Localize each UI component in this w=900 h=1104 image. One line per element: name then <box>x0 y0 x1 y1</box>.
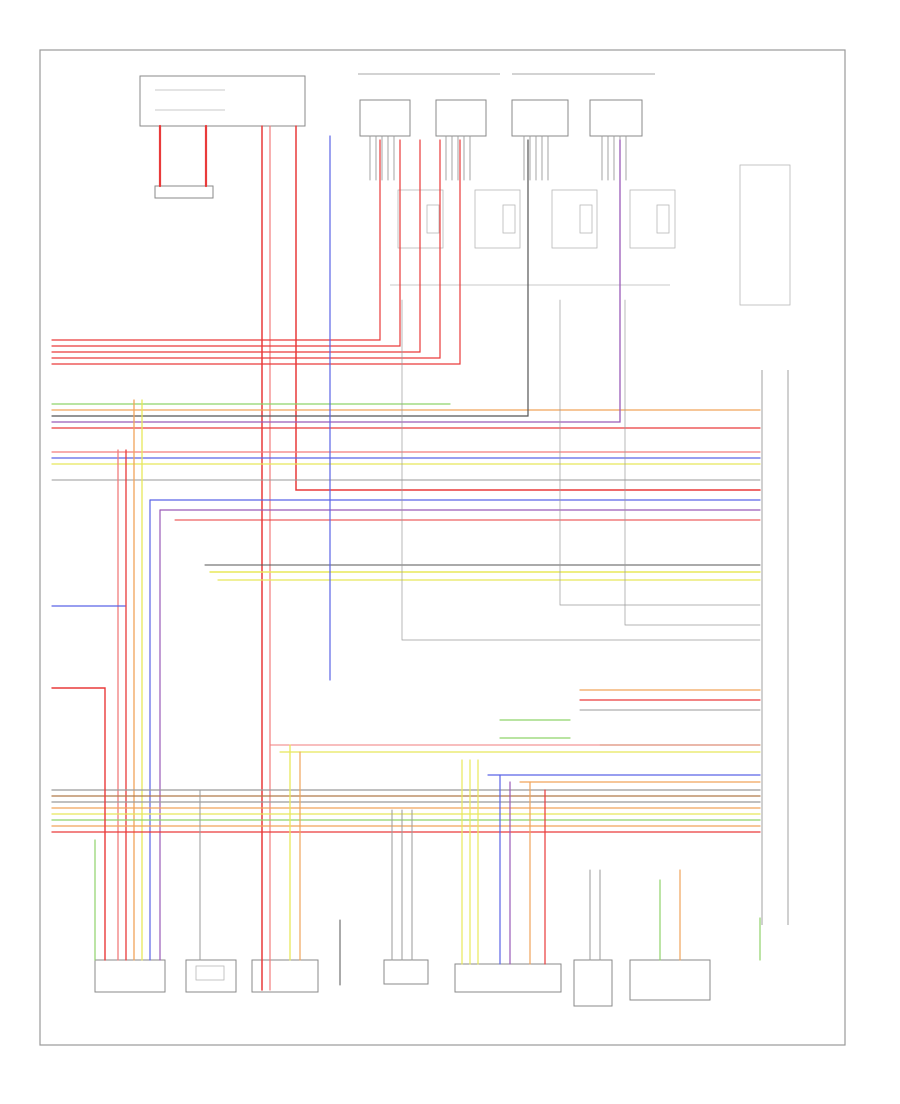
wire-red-bus-2 <box>51 139 401 347</box>
wire-purple-1 <box>51 139 621 423</box>
sensor-internals <box>390 189 676 286</box>
component-bottom-3 <box>251 959 319 993</box>
component-bottom-7 <box>629 959 711 1001</box>
wire-grey-ref-3 <box>624 299 761 626</box>
component-fuse-box <box>139 75 306 127</box>
wire-red-bus-3 <box>51 139 421 353</box>
wire-grey-ref-2 <box>559 299 761 606</box>
wire-layer <box>51 124 761 991</box>
component-relay-box <box>154 185 214 199</box>
diagram-frame <box>39 49 846 1046</box>
component-sensor-4 <box>589 99 643 137</box>
component-bottom-2 <box>185 959 237 993</box>
component-ecu-connector <box>761 370 789 925</box>
component-sensor-2 <box>435 99 487 137</box>
component-bottom-6 <box>573 959 613 1007</box>
component-bottom-5 <box>454 963 562 993</box>
wire-black-1 <box>51 139 529 417</box>
component-bottom-4 <box>383 959 429 985</box>
component-right-top <box>739 164 791 306</box>
wire-red-bus-5 <box>51 139 461 365</box>
component-sensor-3 <box>511 99 569 137</box>
wire-red-bus-1 <box>51 139 381 341</box>
wire-grey-ref-1 <box>401 299 761 641</box>
bottom-components <box>94 959 711 1007</box>
wire-red-bus-4 <box>51 139 441 359</box>
component-bottom-1 <box>94 959 166 993</box>
component-sensor-1 <box>359 99 411 137</box>
wire-fuse-red-2 <box>295 125 761 491</box>
wire-drop-red-2 <box>51 687 106 961</box>
